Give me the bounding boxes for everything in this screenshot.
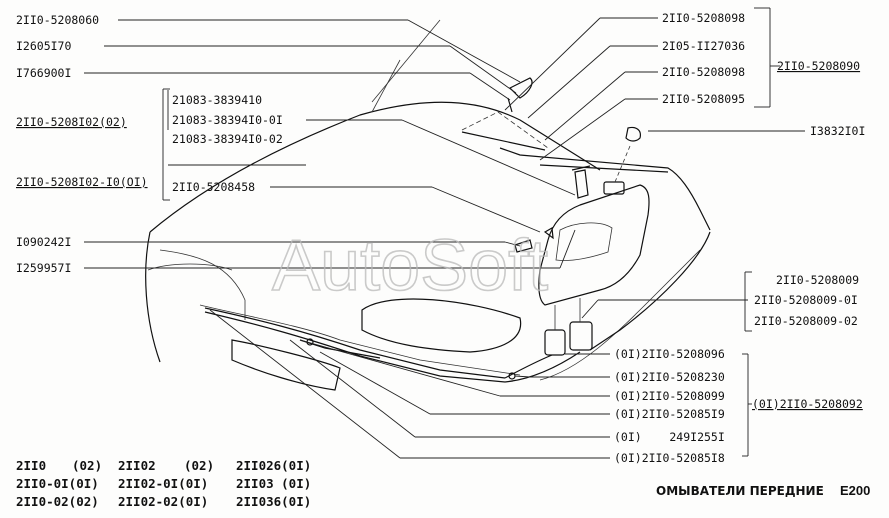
model-r1-c4: (02) <box>184 458 214 473</box>
callouts-left: 2II0-5208060 I2605I70 I766900I 2II0-5208… <box>16 13 148 275</box>
callout-left-1: 2II0-5208060 <box>16 13 99 27</box>
model-r1-c5: 2II026(0I) <box>236 458 311 473</box>
models-table: 2II0 (02) 2II02 (02) 2II026(0I) 2II0-0I(… <box>16 458 311 509</box>
callouts-top-right: 2II0-5208098 2I05-II27036 2II0-5208098 2… <box>662 11 865 138</box>
callout-br-group: (0I)2II0-5208092 <box>752 397 863 411</box>
callout-br-4: (0I)2II0-52085I9 <box>614 407 725 421</box>
page-code: E200 <box>840 483 870 498</box>
bracket-left-item-3: 21083-38394I0-02 <box>172 132 283 146</box>
callout-left-7: I259957I <box>16 261 71 275</box>
model-r1-c1: 2II0 <box>16 458 46 473</box>
callout-br-1: (0I)2II0-5208096 <box>614 347 725 361</box>
callout-mid: 2II0-5208458 <box>172 180 255 194</box>
washer-pumps <box>544 298 593 356</box>
car-body-outline <box>145 19 701 391</box>
bracket-right-item-2: 2II0-5208009-0I <box>754 293 858 307</box>
callout-left-4: 2II0-5208I02(02) <box>16 115 127 129</box>
model-r1-c2: (02) <box>72 458 102 473</box>
model-r1-c3: 2II02 <box>118 458 156 473</box>
callout-left-5: 2II0-5208I02-I0(OI) <box>16 175 148 189</box>
callout-tr-2: 2I05-II27036 <box>662 39 745 53</box>
bracket-right-group: 2II0-5208009 2II0-5208009-0I 2II0-520800… <box>754 273 859 328</box>
callout-cap: I3832I0I <box>810 124 865 138</box>
model-r3-c1: 2II0-02(02) <box>16 494 99 509</box>
callout-tr-4: 2II0-5208095 <box>662 92 745 106</box>
washer-reservoir <box>538 126 650 306</box>
bracket-right-item-3: 2II0-5208009-02 <box>754 314 858 328</box>
callouts-bottom-right: (0I)2II0-5208096 (0I)2II0-5208230 (0I)2I… <box>614 347 863 465</box>
callout-br-3: (0I)2II0-5208099 <box>614 389 725 403</box>
callout-left-2: I2605I70 <box>16 39 71 53</box>
bracket-right-item-1: 2II0-5208009 <box>776 273 859 287</box>
diagram-title: ОМЫВАТЕЛИ ПЕРЕДНИЕ <box>656 484 824 498</box>
nozzle-assembly <box>461 77 711 351</box>
model-r2-c3: 2II02-0I(0I) <box>118 476 208 491</box>
callout-br-6: (0I)2II0-52085I8 <box>614 451 725 465</box>
callout-left-3: I766900I <box>16 66 71 80</box>
watermark-text: AutoSoft <box>272 226 548 306</box>
model-r3-c3: 2II02-02(0I) <box>118 494 208 509</box>
callout-br-2: (0I)2II0-5208230 <box>614 370 725 384</box>
callout-left-6: I090242I <box>16 235 71 249</box>
callout-br-5: (0I) 249I255I <box>614 430 725 444</box>
lower-hoses <box>204 227 581 383</box>
model-r2-c5: 2II03 (0I) <box>236 476 311 491</box>
callout-tr-3: 2II0-5208098 <box>662 65 745 79</box>
bracket-left-item-2: 21083-38394I0-0I <box>172 113 283 127</box>
bracket-left-item-1: 21083-3839410 <box>172 93 262 107</box>
leader-lines <box>84 7 805 459</box>
callout-tr-group: 2II0-5208090 <box>777 59 860 73</box>
callout-tr-1: 2II0-5208098 <box>662 11 745 25</box>
model-r2-c1: 2II0-0I(0I) <box>16 476 99 491</box>
bracket-left-group: 21083-3839410 21083-38394I0-0I 21083-383… <box>172 93 283 194</box>
model-r3-c5: 2II036(0I) <box>236 494 311 509</box>
